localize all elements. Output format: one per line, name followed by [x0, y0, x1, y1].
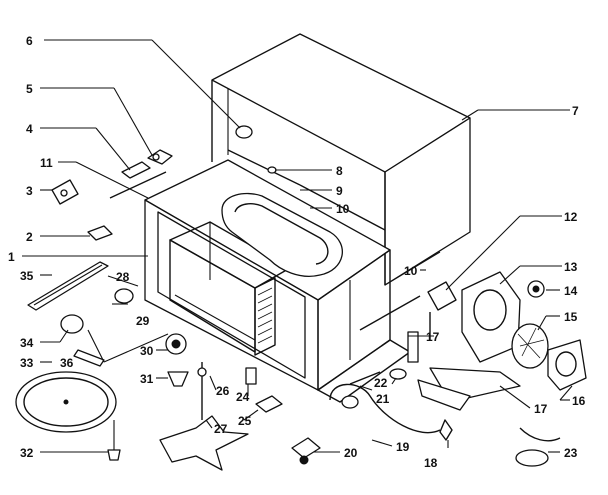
callout-33: 33: [20, 356, 34, 370]
callout-labels: 6 5 4 11 3 2 1 35 34 33 36 32 7 8 9 10 1…: [8, 34, 586, 470]
callout-10-right: 10: [404, 264, 418, 278]
callout-32: 32: [20, 446, 34, 460]
callout-36: 36: [60, 356, 74, 370]
callout-24: 24: [236, 390, 250, 404]
waveguide-hatch: [254, 277, 276, 356]
callout-30: 30: [140, 344, 154, 358]
callout-6: 6: [26, 34, 33, 48]
callout-29: 29: [136, 314, 150, 328]
callout-27: 27: [214, 422, 228, 436]
callout-16: 16: [572, 394, 586, 408]
callout-13: 13: [564, 260, 578, 274]
oven-chassis: [144, 149, 411, 403]
callout-10-top: 10: [336, 202, 350, 216]
callout-20: 20: [344, 446, 358, 460]
callout-5: 5: [26, 82, 33, 96]
callout-28: 28: [116, 270, 130, 284]
callout-7: 7: [572, 104, 579, 118]
callout-9: 9: [336, 184, 343, 198]
callout-22: 22: [374, 376, 388, 390]
callout-23: 23: [564, 446, 578, 460]
callout-4: 4: [26, 122, 33, 136]
callout-12: 12: [564, 210, 578, 224]
callout-1: 1: [8, 250, 15, 264]
waveguide-cover: [221, 192, 343, 277]
callout-15: 15: [564, 310, 578, 324]
callout-17-bottom: 17: [534, 402, 548, 416]
callout-31: 31: [140, 372, 154, 386]
callout-25: 25: [238, 414, 252, 428]
callout-11: 11: [40, 156, 53, 170]
callout-21: 21: [376, 392, 390, 406]
callout-17-top: 17: [426, 330, 440, 344]
parts-small: [15, 125, 587, 471]
outer-cabinet: [211, 33, 471, 286]
callout-3: 3: [26, 184, 33, 198]
callout-2: 2: [26, 230, 33, 244]
leader-lines: [22, 39, 573, 453]
callout-18: 18: [424, 456, 438, 470]
callout-8: 8: [336, 164, 343, 178]
callout-14: 14: [564, 284, 578, 298]
callout-34: 34: [20, 336, 34, 350]
callout-19: 19: [396, 440, 410, 454]
callout-35: 35: [20, 269, 34, 283]
callout-26: 26: [216, 384, 230, 398]
